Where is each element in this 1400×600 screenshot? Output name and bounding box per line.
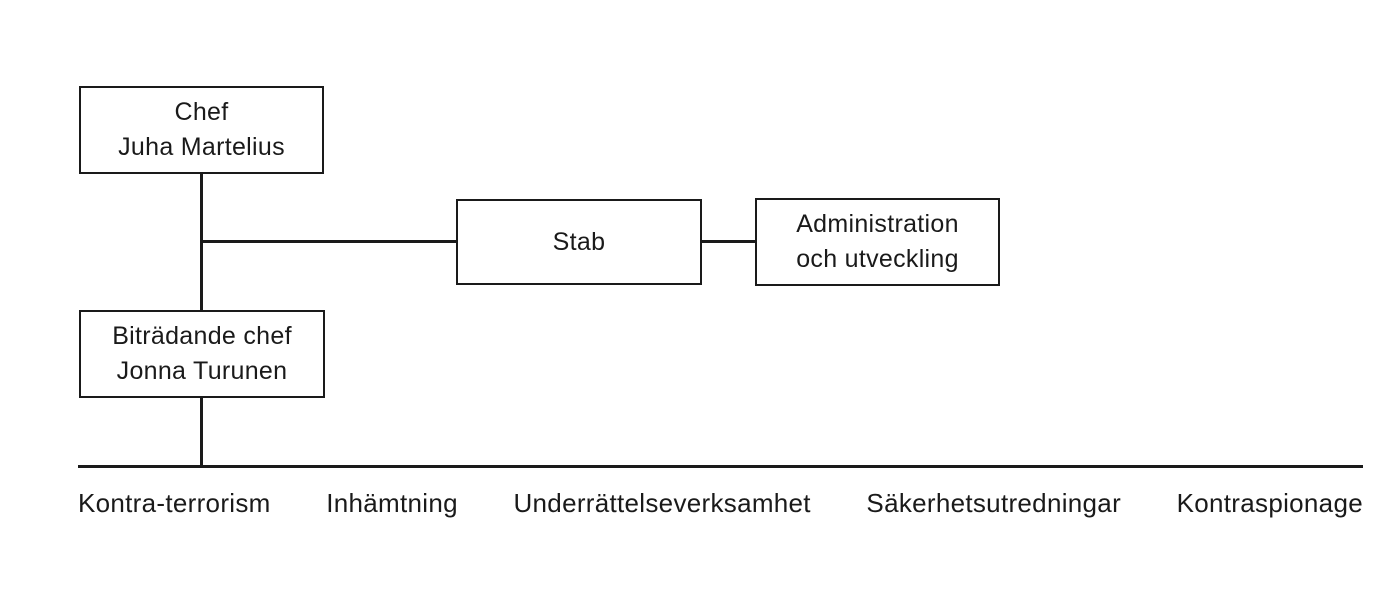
node-deputy-chef-person: Jonna Turunen (116, 357, 288, 385)
node-stab-title: Stab (552, 227, 606, 256)
division-label-kontraspionage: Kontraspionage (1176, 488, 1363, 518)
connector-stab-to-admin (702, 240, 755, 243)
division-label-inhamtning: Inhämtning (326, 488, 458, 518)
node-deputy-chef: Biträdande chef Jonna Turunen (79, 310, 325, 398)
connector-trunk-to-stab (200, 240, 456, 243)
node-deputy-chef-title: Biträdande chef (112, 322, 292, 350)
node-administration-line1: Administration (796, 210, 959, 238)
node-chef-title: Chef (174, 98, 229, 126)
node-chef-person: Juha Martelius (118, 133, 285, 161)
divisions-baseline (78, 465, 1363, 468)
node-chef: Chef Juha Martelius (79, 86, 324, 174)
divisions-row: Kontra-terrorism Inhämtning Underrättels… (78, 487, 1363, 519)
node-administration: Administration och utveckling (755, 198, 1000, 286)
division-label-underrattelseverksamhet: Underrättelseverksamhet (513, 488, 811, 518)
node-administration-line2: och utveckling (796, 245, 959, 273)
node-stab: Stab (456, 199, 702, 285)
division-label-kontra-terrorism: Kontra-terrorism (78, 488, 271, 518)
division-label-sakerhetsutredningar: Säkerhetsutredningar (866, 488, 1122, 518)
